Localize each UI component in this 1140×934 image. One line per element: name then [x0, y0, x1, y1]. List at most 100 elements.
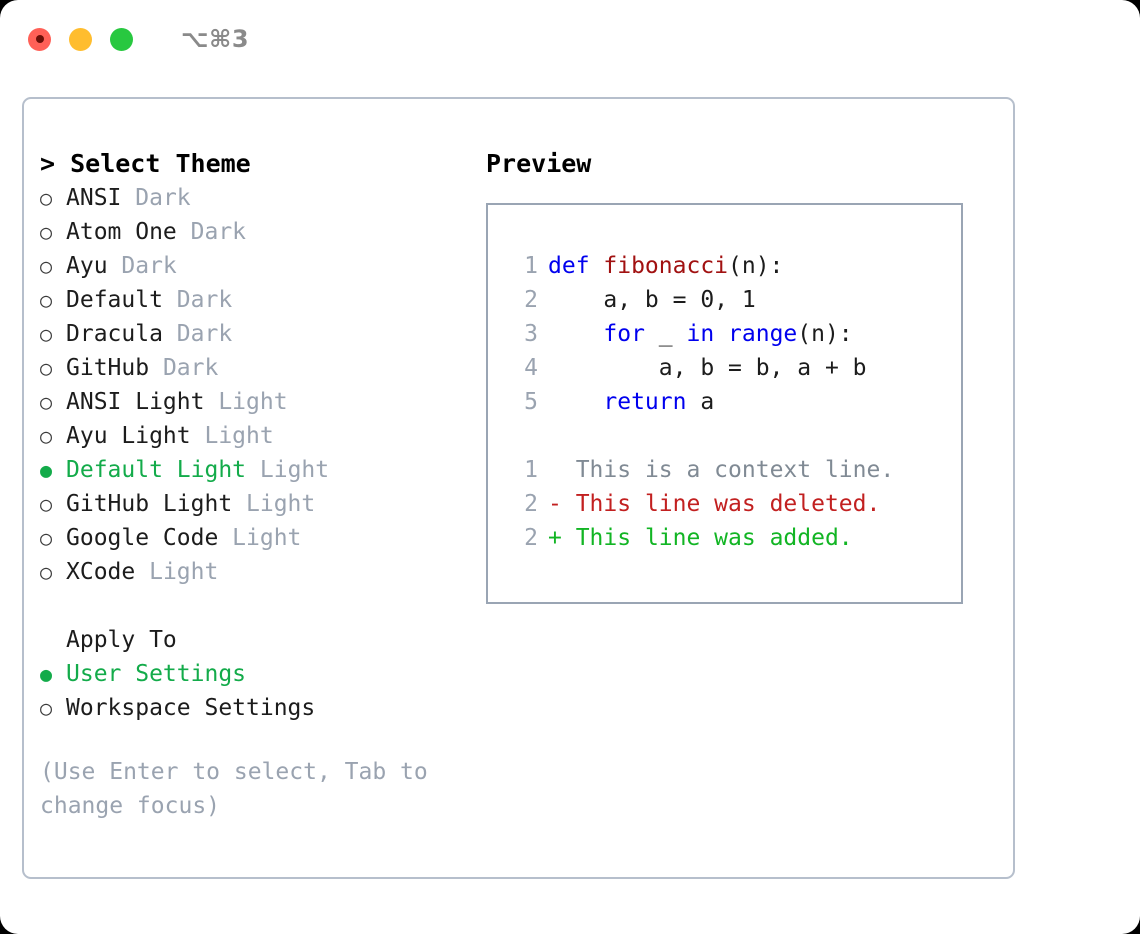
theme-name-label: GitHub: [66, 355, 163, 381]
diff-sample: 1 This is a context line.2- This line wa…: [506, 453, 961, 555]
maximize-button-icon[interactable]: [110, 27, 133, 51]
preview-title: Preview: [486, 149, 592, 178]
minimize-button-icon[interactable]: [69, 27, 92, 51]
theme-category-badge: Dark: [162, 355, 219, 381]
theme-category-badge: Dark: [121, 253, 177, 279]
diff-text: This line was deleted.: [575, 491, 881, 517]
code-token: (n):: [728, 253, 784, 279]
code-token: for: [603, 321, 645, 347]
theme-category-badge: Dark: [176, 287, 233, 313]
keyboard-shortcut-label: ⌥⌘3: [181, 25, 250, 53]
theme-list-item[interactable]: ○Ayu Light Light: [40, 419, 486, 453]
line-number: 1: [524, 457, 538, 483]
diff-marker: [548, 453, 576, 487]
close-dot-icon: [35, 35, 44, 43]
diff-text: This line was added.: [575, 525, 853, 551]
code-token: (n):: [797, 321, 853, 347]
theme-list-item[interactable]: ○Atom One Dark: [40, 215, 486, 249]
radio-unselected-icon: ○: [40, 186, 53, 210]
theme-category-badge: Light: [218, 389, 288, 415]
theme-list-item[interactable]: ○ Dracula Dark: [40, 317, 486, 351]
apply-to-label-text: Workspace Settings: [66, 695, 316, 721]
code-token: a, b = 0, 1: [548, 287, 756, 313]
content-panel: > Select Theme ○ANSI Dark○Atom One Dark○…: [22, 97, 1015, 879]
diff-line: 1 This is a context line.: [506, 453, 961, 487]
theme-category-badge: Light: [259, 457, 330, 483]
code-line: 2 a, b = 0, 1: [506, 283, 961, 317]
apply-to-option[interactable]: ○ Workspace Settings: [40, 691, 486, 725]
theme-list-item[interactable]: ○XCode Light: [40, 555, 486, 589]
code-token: a, b = b, a + b: [548, 355, 867, 381]
code-text: a, b = 0, 1: [548, 283, 756, 317]
diff-line: 2+ This line was added.: [506, 521, 961, 555]
apply-to-list: ● User Settings ○ Workspace Settings: [40, 657, 486, 725]
title-bar: ⌥⌘3: [0, 0, 1140, 78]
code-text: return a: [548, 385, 714, 419]
code-token: return: [603, 389, 687, 415]
theme-name-label: ANSI Light: [66, 389, 219, 415]
theme-name-label: GitHub Light: [66, 491, 247, 517]
theme-list-item[interactable]: ○Ayu Dark: [40, 249, 486, 283]
theme-list-item[interactable]: ● Default Light Light: [40, 453, 486, 487]
theme-list-item[interactable]: ○Default Dark: [40, 283, 486, 317]
theme-name-label: Default: [66, 287, 177, 313]
diff-marker: -: [548, 491, 576, 517]
radio-unselected-icon: ○: [40, 390, 53, 414]
radio-unselected-icon: ○: [40, 322, 53, 346]
apply-to-label-text: User Settings: [66, 661, 247, 687]
theme-name-label: ANSI: [66, 185, 136, 211]
line-number: 1: [524, 253, 538, 279]
apply-to-label: Apply To: [66, 627, 177, 653]
theme-category-badge: Light: [149, 559, 219, 585]
close-button-icon[interactable]: [28, 27, 51, 51]
radio-selected-icon: ●: [40, 458, 53, 482]
theme-list-item[interactable]: ○ ANSI Light Light: [40, 385, 486, 419]
theme-name-label: Default Light: [66, 457, 260, 483]
code-token: [548, 389, 603, 415]
window-controls: [28, 27, 133, 51]
theme-category-badge: Dark: [176, 321, 233, 347]
code-token: [548, 321, 603, 347]
code-text: def fibonacci(n):: [548, 249, 783, 283]
apply-to-option[interactable]: ● User Settings: [40, 657, 486, 691]
code-token: def: [548, 253, 604, 279]
theme-category-badge: Dark: [190, 219, 247, 245]
code-line: 1 def fibonacci(n):: [506, 249, 961, 283]
line-number: 2: [524, 287, 538, 313]
code-token: a: [686, 389, 715, 415]
code-line: 3 for _ in range(n):: [506, 317, 961, 351]
radio-unselected-icon: ○: [40, 696, 53, 720]
diff-text: This is a context line.: [575, 457, 895, 483]
radio-unselected-icon: ○: [40, 424, 53, 448]
code-spacer: [506, 419, 961, 453]
code-token: _: [644, 321, 687, 347]
code-text: a, b = b, a + b: [548, 351, 867, 385]
theme-list-item[interactable]: ○ANSI Dark: [40, 181, 486, 215]
radio-unselected-icon: ○: [40, 356, 53, 380]
radio-unselected-icon: ○: [40, 220, 53, 244]
radio-unselected-icon: ○: [40, 560, 53, 584]
list-spacer: [40, 589, 486, 623]
theme-name-label: Google Code: [66, 525, 233, 551]
line-number: 2: [524, 491, 538, 517]
select-theme-header: > Select Theme: [40, 149, 251, 178]
diff-line: 2- This line was deleted.: [506, 487, 961, 521]
theme-list-item[interactable]: ○Google Code Light: [40, 521, 486, 555]
code-line: 4 a, b = b, a + b: [506, 351, 961, 385]
theme-list-item[interactable]: ○GitHub Light Light: [40, 487, 486, 521]
help-hint-text: (Use Enter to select, Tab to change focu…: [40, 759, 442, 819]
code-token: fibonacci: [603, 253, 729, 279]
code-token: in range: [686, 321, 798, 347]
theme-list: ○ANSI Dark○Atom One Dark○Ayu Dark○Defaul…: [40, 181, 486, 589]
code-line: 5 return a: [506, 385, 961, 419]
theme-selector-column: > Select Theme ○ANSI Dark○Atom One Dark○…: [24, 147, 486, 823]
diff-marker: +: [548, 525, 576, 551]
radio-unselected-icon: ○: [40, 492, 53, 516]
theme-name-label: Dracula: [66, 321, 177, 347]
radio-selected-icon: ●: [40, 662, 53, 686]
theme-name-label: Ayu Light: [66, 423, 205, 449]
theme-list-item[interactable]: ○ GitHub Dark: [40, 351, 486, 385]
